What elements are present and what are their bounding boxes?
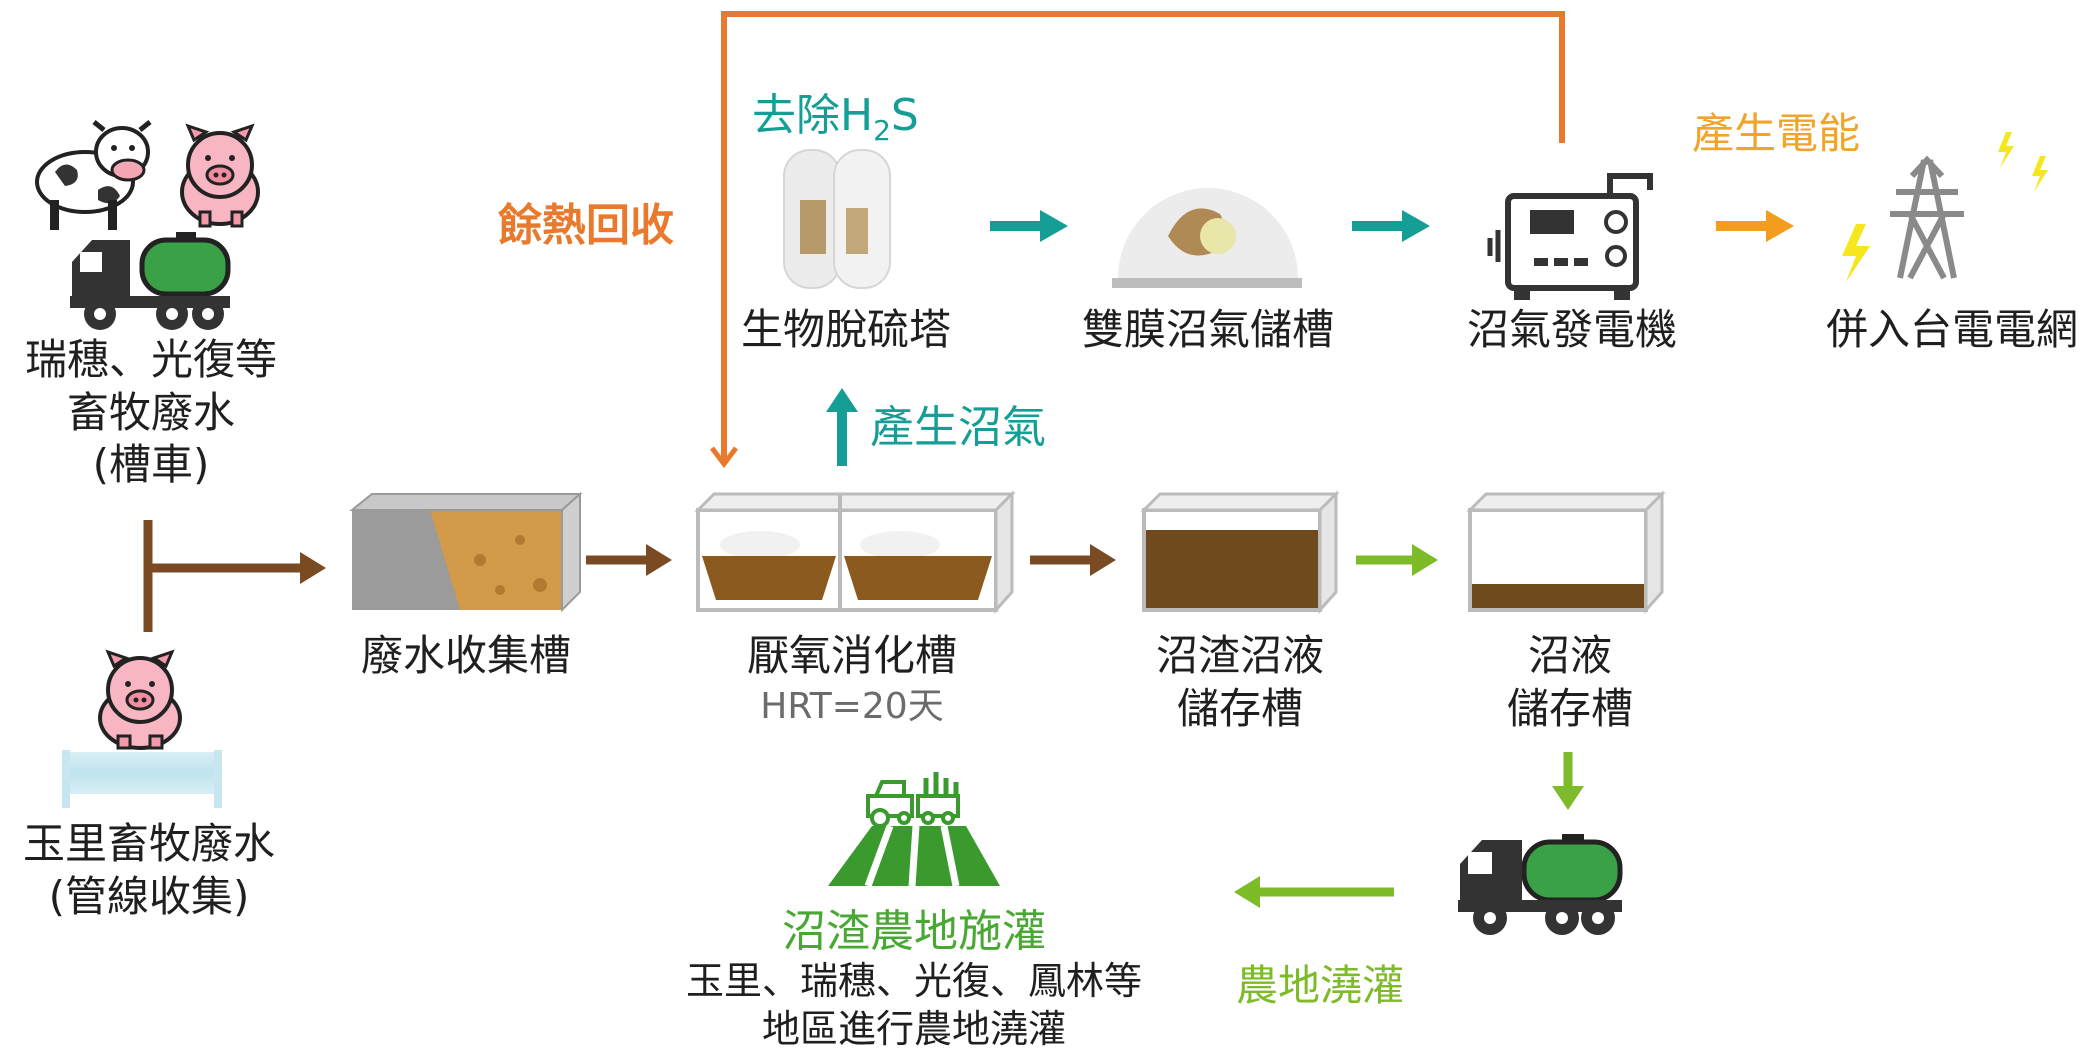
pipeline-source-label: 玉里畜牧廢水 (管線收集) xyxy=(22,819,275,921)
produce-biogas-label: 產生沼氣 xyxy=(870,402,1046,453)
flow-arrow xyxy=(1356,544,1438,576)
flow-arrow xyxy=(990,210,1068,242)
flow-arrow xyxy=(586,544,672,576)
desulfurization-tower-label: 生物脫硫塔 xyxy=(740,305,951,354)
flow-arrow xyxy=(1234,876,1394,908)
dome-icon xyxy=(1112,188,1302,288)
flow-arrow xyxy=(1352,210,1430,242)
grid-label: 併入台電電網 xyxy=(1825,305,2078,354)
tank-icon xyxy=(1466,490,1666,614)
pipe-icon xyxy=(62,750,222,808)
tank-icon xyxy=(694,490,1016,614)
flow-arrow xyxy=(1030,544,1116,576)
digestate-storage-label: 沼渣沼液 儲存槽 xyxy=(1155,631,1324,733)
waste-heat-loop xyxy=(710,11,1565,469)
digester-hrt-note: HRT=20天 xyxy=(760,686,944,727)
cow-icon xyxy=(35,120,152,230)
application-description: 玉里、瑞穗、光復、鳳林等 地區進行農地澆灌 xyxy=(685,959,1142,1051)
collection-tank-label: 廢水收集槽 xyxy=(360,631,571,680)
lightning-icon xyxy=(1842,132,2048,282)
tower-icon xyxy=(783,149,891,289)
tank-icon xyxy=(1140,490,1340,614)
digester-label: 厭氧消化槽 xyxy=(746,631,957,680)
irrigation-label: 農地澆灌 xyxy=(1235,961,1404,1010)
membrane-storage-label: 雙膜沼氣儲槽 xyxy=(1081,305,1334,354)
waste-heat-label: 餘熱回收 xyxy=(498,200,674,251)
h2s-removal-label: 去除H2S xyxy=(752,90,919,147)
tanker-truck-icon xyxy=(70,232,231,330)
tanker-truck-icon xyxy=(1458,834,1623,935)
pylon-icon xyxy=(1890,155,1964,280)
flow-arrow xyxy=(1552,752,1584,810)
produce-power-label: 產生電能 xyxy=(1691,109,1860,158)
tank-icon xyxy=(349,491,583,613)
flow-arrow xyxy=(826,388,858,466)
flow-arrow xyxy=(1716,210,1794,242)
liquid-storage-label: 沼液 儲存槽 xyxy=(1506,631,1633,733)
source-merge-connector xyxy=(143,520,326,632)
generator-icon xyxy=(1487,173,1653,300)
generator-label: 沼氣發電機 xyxy=(1466,305,1677,354)
application-title: 沼渣農地施灌 xyxy=(782,906,1046,957)
pig-icon xyxy=(180,123,260,228)
pig-icon xyxy=(98,649,182,750)
tractor-field-icon xyxy=(828,772,1000,888)
truck-source-label: 瑞穗、光復等 畜牧廢水 (槽車) xyxy=(24,335,277,489)
